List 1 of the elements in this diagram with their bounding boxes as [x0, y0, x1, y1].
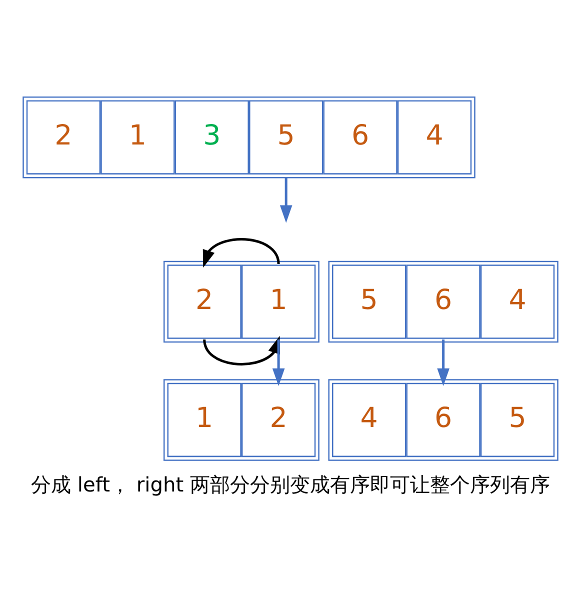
caption: 分成 left， right 两部分分别变成有序即可让整个序列有序 [31, 472, 550, 496]
